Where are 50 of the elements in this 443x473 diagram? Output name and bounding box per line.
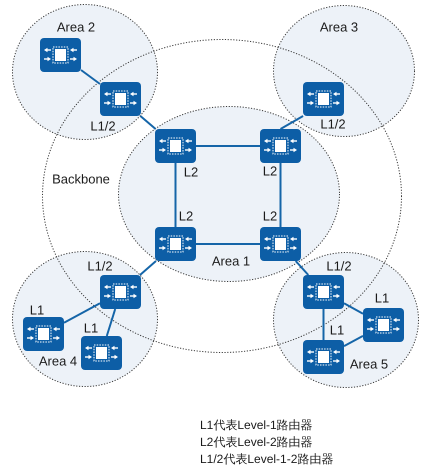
link-line <box>322 309 324 340</box>
router-label: L2 <box>262 164 278 178</box>
router-label: L1 <box>330 324 344 336</box>
link-line <box>344 302 364 315</box>
area-label: Backbone <box>52 172 110 186</box>
router-label: L1/2 <box>326 260 352 272</box>
link-line <box>140 115 156 130</box>
router-label: L1/2 <box>90 120 116 132</box>
area-label: Area 3 <box>320 20 358 34</box>
link-line <box>196 243 260 245</box>
router-icon <box>260 129 301 163</box>
router-icon <box>23 317 64 351</box>
note-text: L1/2代表Level-1-2路由器 <box>200 452 334 466</box>
router-label: L2 <box>262 210 278 222</box>
link-line <box>196 145 260 147</box>
router-icon <box>303 340 344 374</box>
area-ellipse <box>12 251 158 387</box>
router-label: L1 <box>30 304 44 316</box>
router-icon <box>260 227 301 261</box>
link-line <box>80 69 101 85</box>
router-icon <box>155 227 196 261</box>
link-line <box>344 335 364 347</box>
router-icon <box>303 82 344 116</box>
router-label: L1/2 <box>87 260 113 272</box>
link-line <box>294 260 310 276</box>
router-icon <box>100 82 141 116</box>
router-icon <box>155 129 196 163</box>
router-label: L2 <box>184 166 198 178</box>
area-ellipse <box>273 252 419 388</box>
link-line <box>64 302 100 324</box>
router-icon <box>100 275 141 309</box>
area-label: Area 4 <box>38 354 78 368</box>
area-label: Area 1 <box>212 254 250 268</box>
router-icon <box>363 308 404 342</box>
router-icon <box>303 275 344 309</box>
router-label: L1 <box>374 292 390 304</box>
router-label: L2 <box>178 210 194 222</box>
router-icon <box>81 336 122 370</box>
area-label: Area 5 <box>350 358 388 370</box>
area-label: Area 2 <box>56 20 96 34</box>
area-ellipse <box>12 4 158 140</box>
router-label: L1/2 <box>320 118 346 130</box>
router-icon <box>40 38 81 72</box>
link-line <box>139 260 157 276</box>
link-line <box>280 163 282 227</box>
router-label: L1 <box>84 322 98 334</box>
note-text: L2代表Level-2路由器 <box>200 435 313 450</box>
link-line <box>174 163 176 227</box>
note-text: L1代表Level-1路由器 <box>200 418 313 432</box>
link-line <box>106 308 116 336</box>
